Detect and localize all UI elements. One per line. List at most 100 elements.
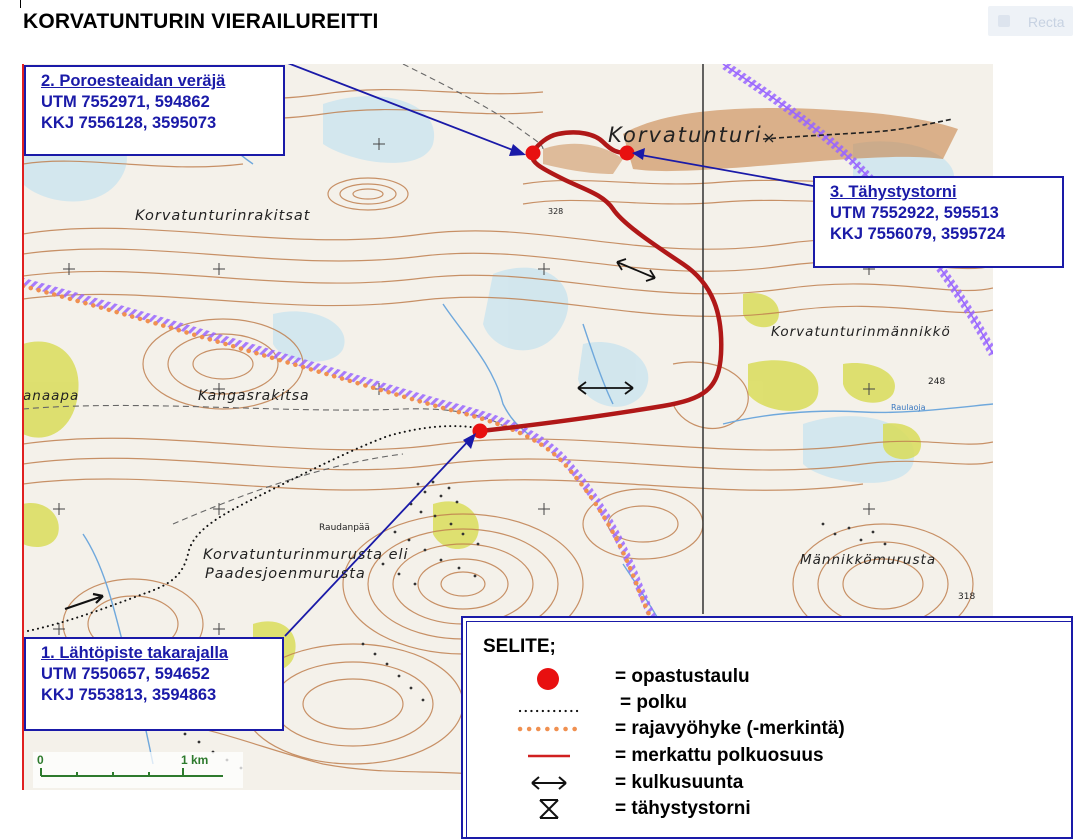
legend-item-tower: = tähystystorni: [463, 796, 1063, 822]
grid-cross: [538, 503, 550, 515]
dotted-path: [23, 425, 479, 633]
place-label-kangasrakitsa: Kangasrakitsa: [198, 388, 310, 404]
place-label-korvatunturi: Korvatunturi: [608, 123, 763, 147]
callout-kkj: KKJ 7553813, 3594863: [41, 686, 217, 704]
grid-cross: [373, 138, 385, 150]
place-label-korvatunturinmannikko: Korvatunturinmännikkö: [771, 324, 951, 340]
callout-kkj: KKJ 7556128, 3595073: [41, 114, 217, 132]
connector-arrowheads: [463, 144, 645, 449]
place-label-raudanpaa: Raudanpää: [319, 523, 370, 533]
legend-item-path: = polku: [463, 690, 1063, 716]
bog-area: [323, 96, 435, 163]
legend-inner-border: [466, 621, 1071, 837]
map-legend: SELITE; = opastustaulu = polku = rajavyö…: [461, 616, 1073, 839]
dotted-path-icon: [518, 709, 580, 713]
info-board-marker-3: [619, 145, 635, 161]
callout-title: 3. Tähystystorni: [830, 183, 957, 201]
legend-label: = polku: [620, 692, 688, 713]
border-zone-dots-icon: [517, 726, 583, 732]
track: [402, 64, 544, 150]
callout-title: 2. Poroesteaidan veräjä: [41, 72, 226, 90]
contour-line: [23, 160, 244, 168]
grid-cross: [213, 503, 225, 515]
place-label-mannikkomurusta: Männikkömurusta: [800, 552, 936, 568]
grid-cross: [53, 623, 65, 635]
arrow-marker: [64, 592, 104, 611]
connector-line-3: [634, 153, 814, 187]
direction-arrow-2: [577, 381, 634, 395]
grid-cross: [213, 263, 225, 275]
arrowhead-1: [463, 433, 476, 449]
ridge-line: [762, 118, 954, 140]
tower-symbol-icon: [539, 799, 559, 819]
vegetation-patch: [433, 501, 479, 549]
rectangle-icon: [998, 15, 1010, 27]
callout-utm: UTM 7552922, 595513: [830, 204, 999, 222]
place-label-murusta-1: Korvatunturinmurusta eli: [203, 547, 409, 563]
legend-label: = rajavyöhyke (-merkintä): [615, 718, 845, 739]
scale-bar-bg: [33, 752, 243, 788]
legend-item-border-zone: = rajavyöhyke (-merkintä): [463, 716, 1063, 742]
ridge-shading: [623, 108, 958, 172]
legend-heading: SELITE;: [483, 636, 556, 657]
place-label-murusta-2: Paadesjoenmurusta: [205, 566, 366, 582]
contour-line: [302, 678, 404, 730]
connector-line-2: [287, 64, 524, 155]
scale-label-zero: 0: [37, 753, 44, 767]
contour-line: [23, 270, 993, 295]
scale-label-km: 1 km: [181, 753, 208, 767]
ghost-toolbar-button[interactable]: Recta: [988, 6, 1073, 36]
callout-lahtopiste: 1. Lähtöpiste takarajalla UTM 7550657, 5…: [24, 637, 284, 731]
callout-utm: UTM 7550657, 594652: [41, 665, 210, 683]
page-title: KORVATUNTURIN VIERAILUREITTI: [23, 10, 379, 33]
grid-cross: [538, 263, 550, 275]
ghost-toolbar-label: Recta: [1028, 14, 1065, 30]
double-arrow-icon: [531, 776, 567, 790]
contour-line: [327, 177, 409, 211]
legend-label: = tähystystorni: [615, 798, 751, 819]
grid-cross: [63, 263, 75, 275]
connector-line-1: [284, 435, 474, 637]
contour-line: [417, 558, 509, 610]
stream: [582, 323, 614, 405]
vegetation-patch: [748, 360, 819, 411]
legend-label: = kulkusuunta: [615, 772, 744, 793]
contour-line: [23, 478, 864, 491]
map-left-edge: [22, 64, 24, 790]
contour-line: [440, 571, 486, 597]
direction-arrow-1: [616, 258, 656, 282]
callout-kkj: KKJ 7556079, 3595724: [830, 225, 1006, 243]
place-label-raulaoja: Raulaoja: [891, 403, 926, 412]
contour-line: [167, 333, 279, 395]
vegetation-patch: [843, 363, 895, 403]
place-label-korvatunturinrakitsat: Korvatunturinrakitsat: [135, 208, 311, 224]
info-board-dot-icon: [537, 668, 559, 690]
elevation-328: 328: [548, 207, 563, 216]
bog-area: [273, 311, 345, 362]
legend-label: = opastustaulu: [615, 666, 750, 687]
legend-item-marked-route: = merkattu polkuosuus: [463, 743, 1063, 769]
direction-arrows: [577, 258, 656, 395]
callout-tahystystorni: 3. Tähystystorni UTM 7552922, 595513 KKJ…: [813, 176, 1064, 268]
grid-cross: [53, 503, 65, 515]
contour-line: [339, 183, 397, 205]
callout-utm: UTM 7552971, 594862: [41, 93, 210, 111]
ridge-shading: [543, 143, 623, 174]
tower-symbol-map: [764, 133, 774, 143]
contour-line: [672, 361, 749, 429]
legend-item-direction: = kulkusuunta: [463, 770, 1063, 796]
arrowhead-2: [509, 144, 526, 156]
stream: [722, 403, 993, 425]
elevation-318: 318: [958, 592, 975, 602]
grid-cross: [863, 383, 875, 395]
contour-line: [842, 558, 924, 610]
callout-connectors: [284, 64, 814, 637]
callout-poroesteaita: 2. Poroesteaidan veräjä UTM 7552971, 594…: [24, 65, 285, 156]
page-tick-mark: [20, 0, 21, 8]
place-label-anaapa: anaapa: [23, 388, 79, 404]
arrowhead-3: [632, 148, 645, 160]
elevation-248: 248: [928, 377, 945, 387]
bog-area: [483, 267, 569, 351]
grid-cross: [213, 383, 225, 395]
